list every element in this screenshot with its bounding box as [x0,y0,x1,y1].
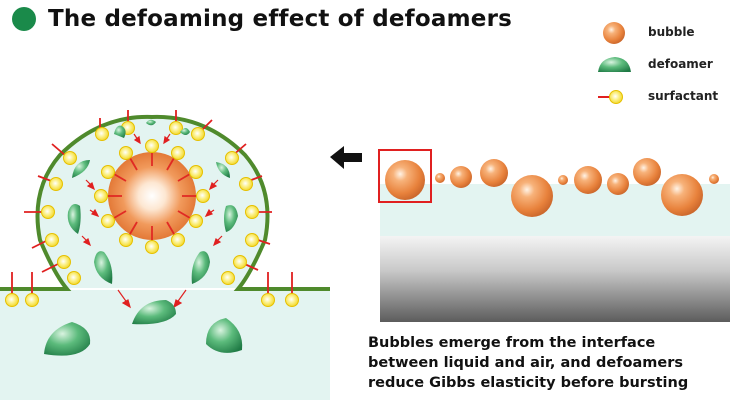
legend-label-defoamer: defoamer [648,57,713,71]
title-dot-icon [12,7,36,31]
interface-panel [378,149,730,322]
surfactant-icon [598,90,623,104]
legend [598,22,631,104]
bubble-cross-section [0,110,330,400]
bubble-icon [450,166,472,188]
film-surface [0,114,330,291]
substrate-layer [380,236,730,322]
defoamer-icon [94,251,113,284]
defoamer-icon [180,128,190,135]
defoamer-icon [132,300,176,325]
bubble-icon [633,158,661,186]
page-title-text: The defoaming effect of defoamers [48,6,513,32]
bubble-icon [607,173,629,195]
page-title: The defoaming effect of defoamers [12,6,512,32]
defoamer-icon [72,160,90,178]
legend-label-surfactant: surfactant [648,89,719,103]
defoamer-icon [598,57,631,72]
bubble-icon [709,174,719,184]
defoamer-droplets [44,119,243,356]
defoamer-icon [146,119,156,126]
bubble-icon [558,175,568,185]
surface-bubbles [385,158,719,217]
caption: Bubbles emerge from the interface betwee… [368,335,689,391]
arrow-left-icon [330,146,362,169]
defoamer-icon [206,318,243,353]
bubble-icon [435,173,445,183]
bubble-icon [603,22,625,44]
defoamer-icon [44,322,91,356]
bubble-icon [108,152,196,240]
highlight-box [378,149,432,203]
defoamer-icon [216,162,230,178]
defoamer-icon [67,204,81,234]
bubble-icon [511,175,553,217]
bubble-icon [661,174,703,216]
defoamer-icon [191,251,210,284]
bubble-icon [574,166,602,194]
penetration-arrows [81,133,223,309]
bubble-icon [385,160,425,200]
defoamer-icon [224,205,238,232]
bubble-icon [480,159,508,187]
trapped-bubble [94,139,210,254]
legend-label-bubble: bubble [648,25,695,39]
defoamer-icon [114,125,126,138]
